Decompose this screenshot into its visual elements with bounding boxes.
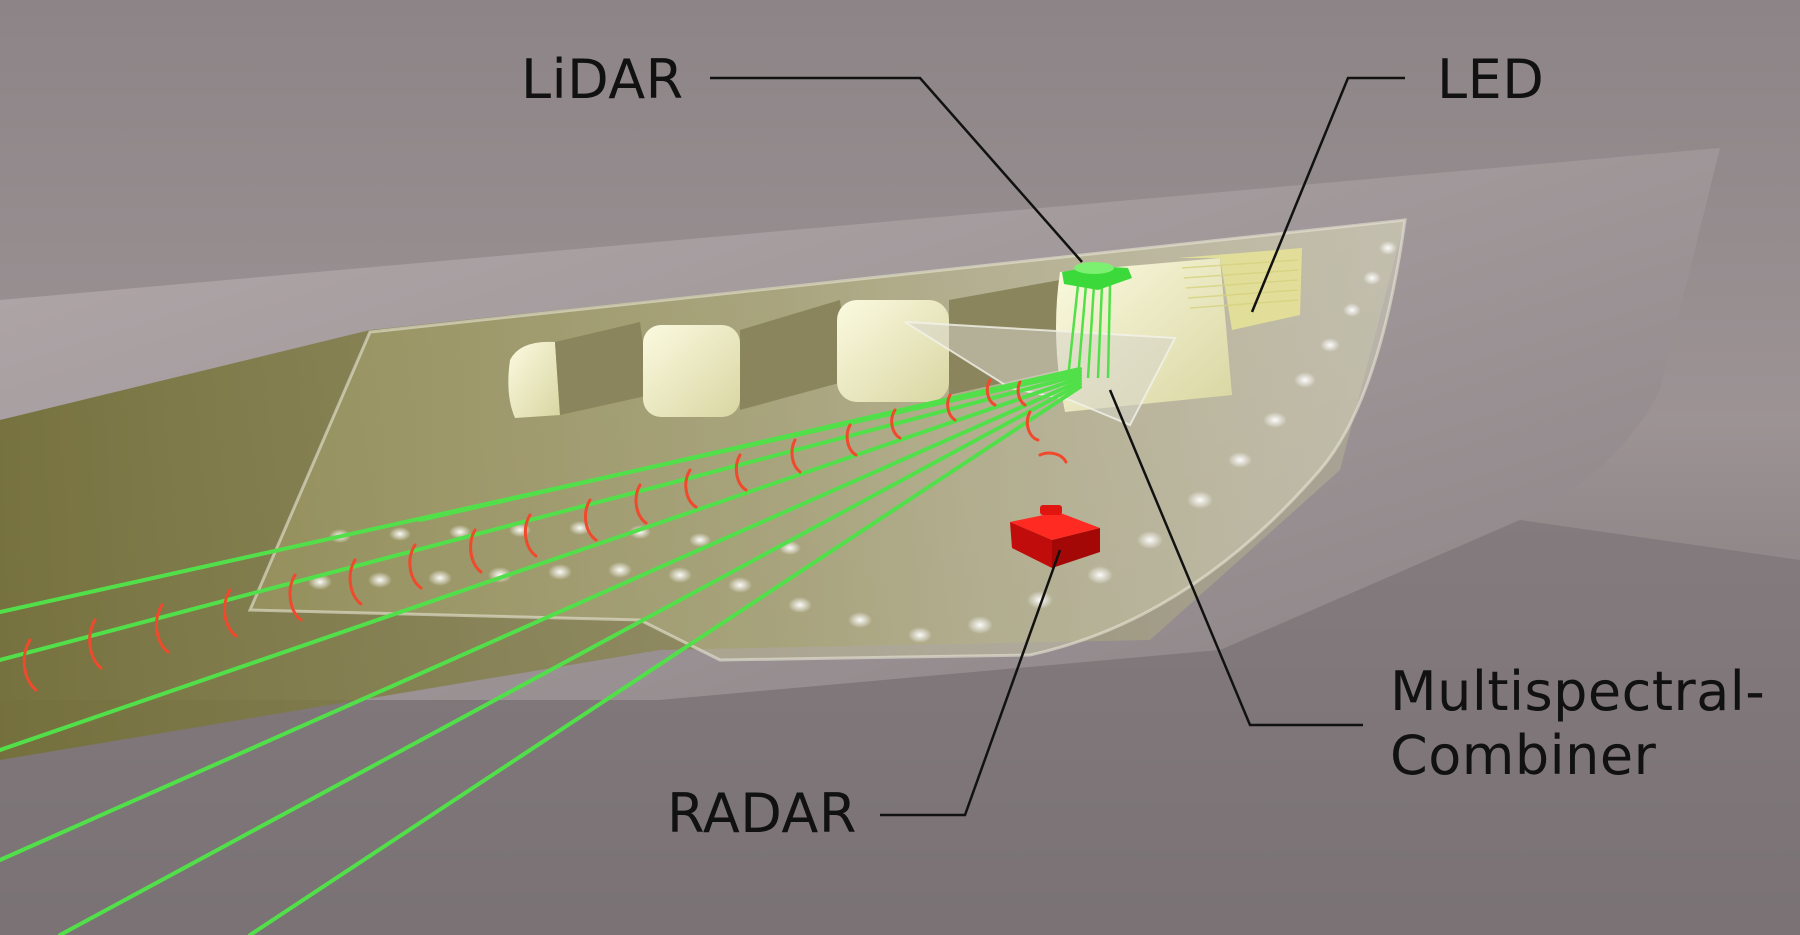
label-led: LED bbox=[1437, 48, 1545, 111]
lidar-sensor-icon bbox=[1062, 262, 1132, 290]
led-module-1-side bbox=[555, 322, 650, 415]
leader-line-led bbox=[1250, 76, 1405, 313]
leader-line-lidar bbox=[710, 76, 1083, 263]
lidar-beams bbox=[0, 367, 1082, 935]
label-multispectral-combiner: Multispectral- Combiner bbox=[1390, 660, 1765, 788]
led-module-1 bbox=[508, 341, 560, 418]
led-module-2-side bbox=[740, 300, 850, 410]
housing-shadow bbox=[0, 520, 1800, 935]
light-guide-dots bbox=[308, 241, 1397, 643]
leader-lines bbox=[710, 76, 1405, 817]
label-radar: RADAR bbox=[667, 782, 857, 845]
led-module-3 bbox=[837, 300, 949, 402]
led-stripes bbox=[1181, 259, 1299, 309]
radar-module-icon bbox=[1010, 505, 1100, 568]
label-multispectral-line2: Combiner bbox=[1390, 724, 1657, 787]
radar-waves bbox=[22, 378, 1068, 692]
leader-line-multispectral bbox=[1108, 389, 1363, 727]
led-module-2 bbox=[643, 325, 740, 417]
leader-line-radar bbox=[880, 549, 1062, 817]
label-multispectral-line1: Multispectral- bbox=[1390, 660, 1766, 723]
label-lidar: LiDAR bbox=[521, 48, 684, 111]
lidar-vertical-beams bbox=[1066, 284, 1112, 379]
